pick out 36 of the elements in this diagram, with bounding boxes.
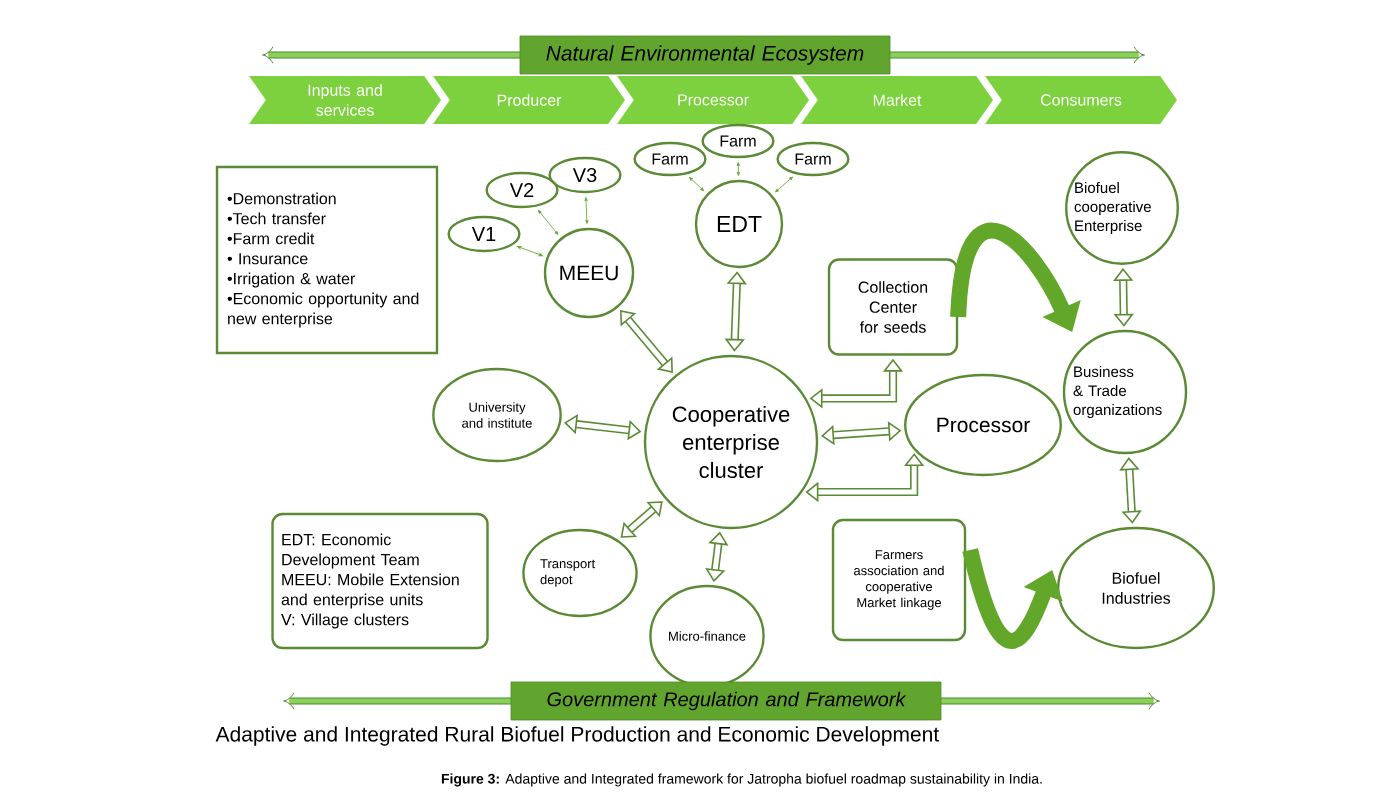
arrow (774, 176, 793, 193)
ellipse-node: V3 (548, 156, 622, 194)
circle-node: Biofuel cooperative Enterprise (1065, 151, 1179, 265)
circle-node: Business & Trade organizations (1062, 329, 1188, 455)
arrow (537, 209, 559, 235)
stage-label: Consumers (985, 76, 1177, 124)
stage-label: Market (801, 76, 993, 124)
stage-label: Producer (433, 76, 625, 124)
arrow (516, 245, 544, 257)
ellipse-node: Farm (701, 123, 775, 159)
ellipse-node: University and institute (432, 367, 562, 463)
double-arrow (1119, 457, 1142, 524)
arrow (736, 162, 741, 176)
rounded-box: Farmers association and cooperative Market linkage (831, 518, 967, 642)
arrow (689, 176, 705, 192)
subtitle: Adaptive and Integrated Rural Biofuel Production and Economic Development (215, 726, 939, 746)
banner: Natural Environmental Ecosystem (519, 35, 891, 75)
ellipse-node: Biofuel Industries (1057, 526, 1215, 650)
rounded-box: Collection Center for seeds (827, 258, 959, 356)
stage-label: Inputs and services (249, 76, 441, 124)
circle-node: EDT (694, 179, 784, 269)
rounded-box: EDT: Economic Development Team MEEU: Mobile Extension and enterprise units V: Village clusters (271, 512, 489, 650)
ellipse-node: Farm (633, 141, 707, 177)
ellipse-node: V1 (447, 215, 521, 253)
banner: Government Regulation and Framework (510, 681, 942, 721)
arrow (584, 197, 589, 224)
ellipse-node: Processor (904, 373, 1062, 477)
ellipse-node: Transport depot (522, 528, 638, 618)
caption: Figure 3: Adaptive and Integrated framework for Jatropha biofuel roadmap sustainability in India. (441, 773, 1042, 787)
circle-node: MEEU (543, 227, 635, 319)
text-box: •Demonstration •Tech transfer •Farm credit • Insurance •Irrigation & water •Economic opportunity and new enterprise (215, 165, 439, 355)
ellipse-node: Farm (776, 141, 850, 177)
double-arrow (620, 501, 663, 538)
stage-label: Processor (617, 76, 809, 124)
circle-node: Cooperative enterprise cluster (643, 354, 819, 530)
ellipse-node: V2 (485, 171, 559, 209)
